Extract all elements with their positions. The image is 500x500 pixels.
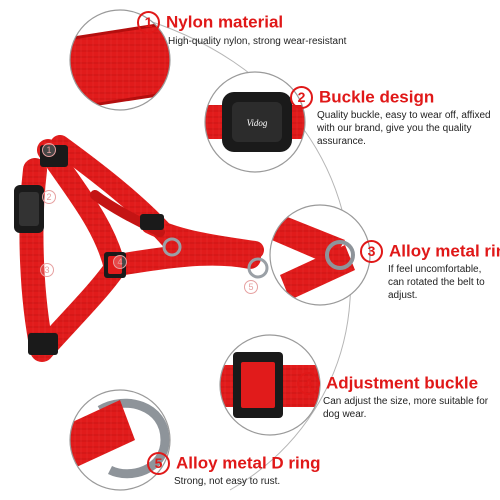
feature-number: 1 [137, 11, 160, 34]
detail-d-ring [70, 390, 170, 490]
feature-title: Nylon material [166, 12, 284, 32]
feature-number: 3 [360, 240, 383, 263]
feature-nylon-heading: 1 Nylon material [137, 11, 283, 34]
marker-5: 5 [244, 280, 258, 294]
marker-2: 2 [42, 190, 56, 204]
feature-number: 5 [147, 452, 170, 475]
feature-title: Alloy metal ring [389, 241, 500, 261]
feature-buckle-heading: 2 Buckle design [290, 86, 434, 109]
feature-ring-heading: 3 Alloy metal ring [360, 240, 500, 263]
harness-d-ring [247, 257, 269, 279]
marker-4: 4 [113, 255, 127, 269]
marker-3: 3 [40, 263, 54, 277]
feature-title: Alloy metal D ring [176, 453, 321, 473]
marker-1: 1 [42, 143, 56, 157]
brand-mark: Vidog [247, 118, 268, 128]
feature-adjustment-description: Can adjust the size, more suitable for d… [323, 396, 489, 420]
feature-d-ring-heading: 5 Alloy metal D ring [147, 452, 321, 475]
feature-adjustment-heading: 4 Adjustment buckle [297, 372, 478, 395]
detail-buckle: Vidog [205, 72, 305, 172]
feature-d-ring-description: Strong, not easy to rust. [174, 476, 281, 487]
feature-ring-description: If feel uncomfortable, can rotated the b… [388, 264, 485, 301]
harness-ring [162, 237, 182, 257]
harness [14, 135, 269, 362]
feature-buckle-description: Quality buckle, easy to wear off, affixe… [317, 110, 491, 147]
feature-nylon-description: High-quality nylon, strong wear-resistan… [168, 36, 347, 47]
feature-title: Adjustment buckle [326, 373, 479, 393]
feature-title: Buckle design [319, 87, 435, 107]
feature-number: 4 [297, 372, 320, 395]
feature-number: 2 [290, 86, 313, 109]
